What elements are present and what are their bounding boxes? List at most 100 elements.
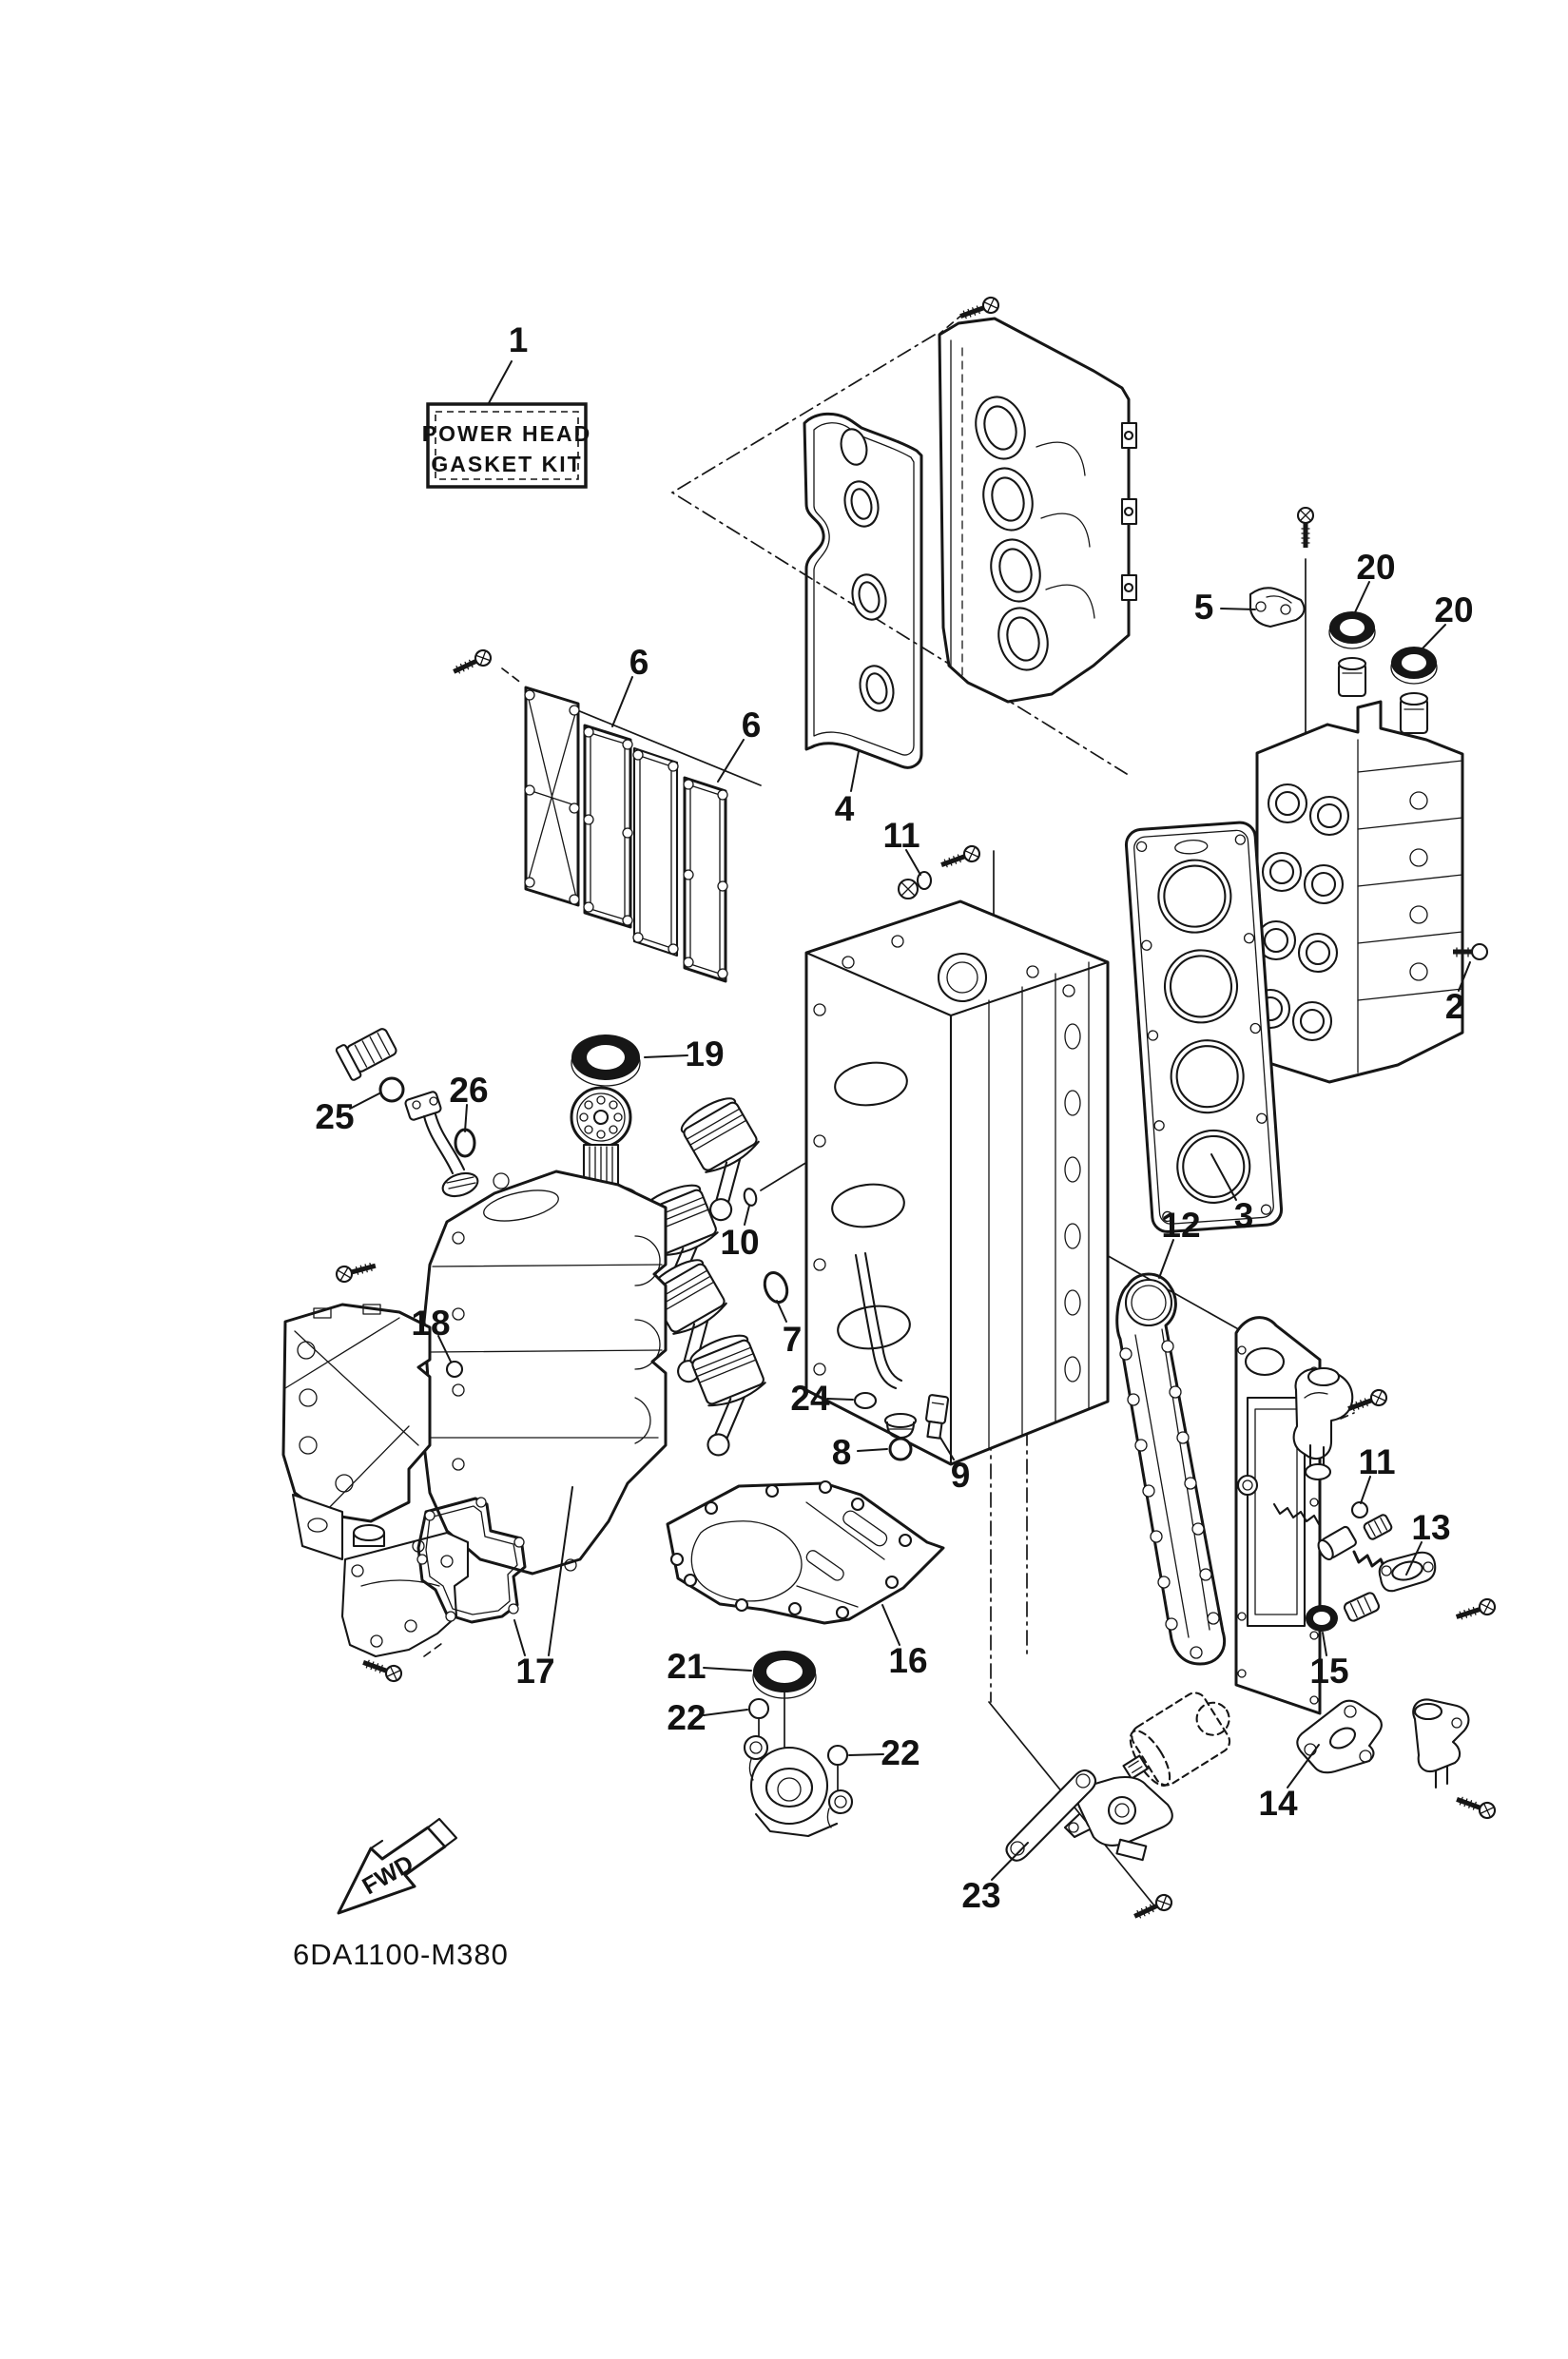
o-ring-22a (747, 1697, 770, 1720)
oil-filter-bracket (1063, 1775, 1173, 1862)
callout-leader-6 (611, 676, 633, 727)
callout-number-17: 17 (515, 1652, 554, 1691)
callout-leader-1 (488, 360, 513, 404)
callout-leader-7 (776, 1300, 787, 1323)
callout-number-11: 11 (1358, 1442, 1395, 1481)
callout-leader-15 (1322, 1632, 1327, 1656)
fwd-arrow: FWD (337, 1817, 458, 1915)
callout-leader-13 (1405, 1541, 1423, 1576)
callout-leader-17 (513, 1619, 526, 1656)
callout-leader-11 (905, 849, 921, 876)
callout-number-2: 2 (1445, 987, 1465, 1026)
o-ring-25 (378, 1076, 405, 1103)
callout-number-25: 25 (315, 1097, 354, 1136)
oil-seal-20b (1390, 647, 1438, 685)
callout-number-1: 1 (509, 320, 529, 359)
anode-cover (1249, 587, 1306, 628)
valve-spring-a (1272, 1502, 1321, 1526)
callout-number-14: 14 (1258, 1784, 1298, 1823)
kit-label-line2: GASKET KIT (431, 452, 582, 476)
filter-gasket-23 (1005, 1769, 1097, 1862)
breather-film (632, 746, 679, 957)
valve-cup (1236, 1474, 1259, 1497)
callout-leader-20 (1354, 581, 1370, 613)
callout-leader-25 (349, 1092, 380, 1110)
head-screw-2 (1453, 942, 1489, 961)
callout-leader-3 (1210, 1153, 1237, 1201)
callout-number-6: 6 (742, 706, 762, 744)
timing-cover-plate (340, 1523, 470, 1658)
o-ring-8 (888, 1437, 913, 1461)
o-ring-10 (743, 1188, 758, 1207)
callout-leader-12 (1158, 1239, 1174, 1279)
callout-leader-24 (826, 1398, 854, 1401)
valve-lifter-b (1399, 691, 1429, 735)
valve-seat-plug (1363, 1514, 1393, 1540)
o-ring-18 (445, 1360, 464, 1379)
crankcase-front-view (281, 1303, 432, 1561)
callout-leader-19 (644, 1054, 688, 1058)
relief-plug-15 (1343, 1592, 1381, 1622)
o-ring-7 (763, 1271, 789, 1304)
callout-leader-16 (881, 1604, 900, 1646)
oil-pump-housing (743, 1734, 854, 1838)
callout-number-7: 7 (783, 1320, 803, 1359)
o-ring-22b (826, 1744, 849, 1767)
oil-seal-15 (1306, 1605, 1338, 1632)
callout-leader-21 (703, 1667, 752, 1672)
upper-casing-gasket-16 (666, 1479, 945, 1625)
callout-number-9: 9 (951, 1456, 971, 1495)
callout-leader-17 (548, 1486, 573, 1656)
callout-layer: 1234566789101111121314151617181920202122… (315, 320, 1473, 1915)
timing-cover-gasket-17 (416, 1497, 527, 1624)
breather-gasket-b (683, 776, 728, 983)
callout-number-19: 19 (685, 1034, 724, 1073)
valve-lifter-a (1337, 656, 1367, 698)
o-ring-26 (454, 1128, 476, 1158)
valve-plunger (1317, 1525, 1357, 1561)
water-outlet-fitting (1412, 1698, 1470, 1789)
diagram-code: 6DA1100-M380 (293, 1938, 509, 1971)
callout-number-21: 21 (667, 1647, 706, 1686)
cylinder-head (1249, 700, 1464, 1084)
callout-number-5: 5 (1194, 588, 1214, 627)
cylinder-head-cover (938, 317, 1138, 704)
callout-leader-22 (703, 1709, 748, 1716)
callout-leader-11 (1360, 1476, 1371, 1504)
cylinder-block (804, 899, 1110, 1466)
callout-number-23: 23 (961, 1876, 1000, 1915)
head-cover-gasket (803, 412, 923, 769)
callout-leader-4 (850, 750, 860, 792)
anode-9 (925, 1394, 950, 1440)
cylinder-head-gasket (1124, 821, 1284, 1233)
oil-pickup (404, 1091, 479, 1198)
oil-seal-19 (571, 1034, 641, 1087)
callout-number-16: 16 (888, 1641, 927, 1680)
callout-number-20: 20 (1434, 590, 1473, 629)
callout-number-22: 22 (667, 1698, 706, 1737)
callout-number-6: 6 (629, 643, 649, 682)
callout-number-18: 18 (411, 1304, 450, 1343)
callout-leader-8 (857, 1448, 888, 1452)
oil-seal-21 (752, 1651, 817, 1699)
kit-label-line1: POWER HEAD (422, 421, 591, 446)
callout-leader-18 (437, 1335, 452, 1363)
callout-number-11: 11 (882, 816, 920, 855)
o-ring-11a (916, 870, 933, 891)
callout-leader-22 (848, 1753, 884, 1756)
oil-filter (1122, 1692, 1231, 1787)
o-ring-11b (1350, 1500, 1369, 1519)
callout-number-15: 15 (1309, 1652, 1348, 1691)
callout-number-12: 12 (1161, 1206, 1200, 1245)
oil-strainer-tube (854, 1251, 903, 1390)
callout-leader-23 (991, 1842, 1029, 1881)
callout-leader-14 (1287, 1744, 1320, 1789)
oil-passage-plug-11 (897, 870, 933, 900)
callout-number-3: 3 (1234, 1196, 1254, 1235)
thermostat-housing (1292, 1366, 1354, 1481)
oil-plug-25 (335, 1028, 397, 1081)
callout-number-10: 10 (720, 1223, 759, 1262)
